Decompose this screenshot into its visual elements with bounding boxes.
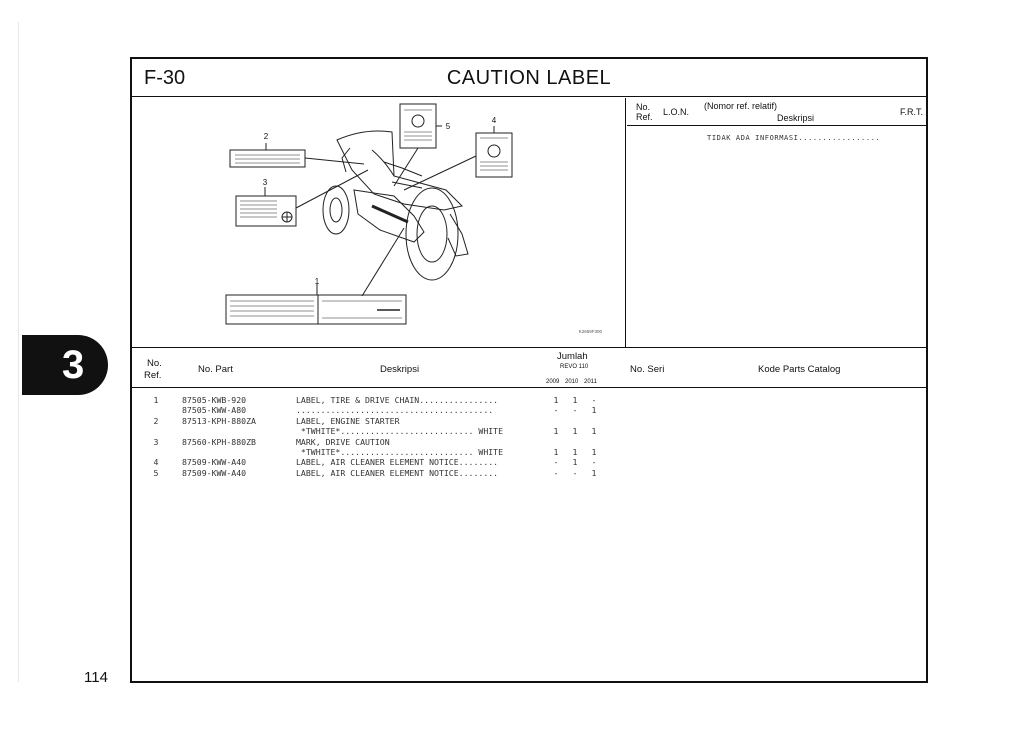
row-qty-2011: 1 — [591, 446, 597, 457]
frt-panel: No. Ref. L.O.N. (Nomor ref. relatif) Des… — [627, 98, 926, 347]
header-model: REVO 110 — [560, 364, 589, 370]
row-qty-2010: - — [572, 467, 578, 478]
callout-4: 4 — [492, 116, 497, 125]
header-part-number: No. Part — [198, 364, 233, 375]
row-qty-2011: - — [591, 395, 597, 405]
frt-col-desc-line2: Deskripsi — [777, 113, 815, 123]
row-description: LABEL, AIR CLEANER ELEMENT NOTICE.......… — [296, 467, 499, 478]
figure-code: K2659F300 — [579, 329, 603, 334]
header-ref-line2: Ref. — [144, 370, 162, 381]
row-part-number: 87560-KPH-880ZB — [182, 436, 256, 447]
row-qty-2009: - — [553, 405, 559, 416]
header-catalog-code: Kode Parts Catalog — [758, 364, 841, 375]
row-qty-2011: 1 — [591, 467, 597, 478]
callout-3: 3 — [263, 178, 268, 187]
row-description: *TWHITE*........................... WHIT… — [296, 426, 504, 437]
catalog-page-frame: F-30 CAUTION LABEL — [130, 57, 928, 683]
table-row: *TWHITE*........................... WHIT… — [132, 426, 926, 436]
table-row: 1 87505-KWB-920 LABEL, TIRE & DRIVE CHAI… — [132, 395, 926, 405]
label-3-outline — [235, 195, 297, 227]
row-qty-2009: 1 — [553, 426, 559, 437]
row-qty-2010: 1 — [572, 426, 578, 437]
row-qty-2009: 1 — [553, 446, 559, 457]
frt-info-text: TIDAK ADA INFORMASI................. — [707, 134, 881, 142]
table-row: 2 87513-KPH-880ZA LABEL, ENGINE STARTER — [132, 416, 926, 426]
label-5-outline — [399, 103, 437, 149]
table-row: 5 87509-KWW-A40 LABEL, AIR CLEANER ELEME… — [132, 468, 926, 478]
row-part-number: 87509-KWW-A40 — [182, 467, 247, 478]
row-qty-2009: - — [553, 457, 559, 468]
row-qty-2010: - — [572, 405, 578, 416]
frt-col-ref-line1: No. — [636, 102, 651, 112]
row-ref: 3 — [153, 436, 159, 447]
section-tab: 3 — [22, 335, 108, 395]
row-qty-2011: 1 — [591, 426, 597, 437]
callout-5: 5 — [446, 122, 451, 131]
row-qty-2010: 1 — [572, 446, 578, 457]
row-description: *TWHITE*........................... WHIT… — [296, 446, 504, 457]
row-qty-2011: - — [591, 457, 597, 468]
row-description: LABEL, ENGINE STARTER — [296, 415, 400, 426]
table-row: *TWHITE*........................... WHIT… — [132, 447, 926, 457]
header-ref-line1: No. — [147, 358, 162, 369]
frt-col-lon: L.O.N. — [663, 107, 690, 117]
table-row: 4 87509-KWW-A40 LABEL, AIR CLEANER ELEME… — [132, 457, 926, 467]
section-tab-number: 3 — [62, 343, 85, 387]
row-part-number: 87509-KWW-A40 — [182, 457, 247, 468]
parts-table-body: 1 87505-KWB-920 LABEL, TIRE & DRIVE CHAI… — [132, 395, 926, 478]
title-bar: F-30 CAUTION LABEL — [132, 59, 926, 97]
parts-table-header: No. Ref. No. Part Deskripsi Jumlah REVO … — [132, 347, 926, 388]
motorcycle-diagram: 1 2 3 4 5 K2659F300 — [225, 103, 603, 334]
label-1-outline — [225, 294, 407, 325]
page-number: 114 — [84, 669, 108, 686]
row-ref: 4 — [153, 457, 159, 468]
header-year-2009: 2009 — [546, 379, 560, 385]
frt-col-frt: F.R.T. — [900, 107, 924, 117]
row-qty-2010: 1 — [572, 395, 578, 405]
page-title: CAUTION LABEL — [446, 67, 612, 89]
row-qty-2010: 1 — [572, 457, 578, 468]
row-part-number: 87505-KWB-920 — [182, 395, 247, 405]
row-ref: 5 — [153, 467, 159, 478]
row-ref: 1 — [153, 395, 159, 405]
row-ref: 2 — [153, 415, 159, 426]
header-year-2010: 2010 — [565, 379, 579, 385]
label-4-outline — [475, 132, 513, 178]
front-wheel — [322, 185, 350, 235]
table-row: 3 87560-KPH-880ZB MARK, DRIVE CAUTION — [132, 437, 926, 447]
rear-wheel — [405, 187, 459, 281]
row-description: LABEL, AIR CLEANER ELEMENT NOTICE.......… — [296, 457, 499, 468]
page-code: F-30 — [144, 67, 186, 89]
row-part-number: 87513-KPH-880ZA — [182, 415, 256, 426]
label-2-outline — [229, 149, 306, 168]
row-description: LABEL, TIRE & DRIVE CHAIN...............… — [296, 395, 499, 405]
row-description: ........................................ — [296, 405, 494, 416]
row-qty-2009: - — [553, 467, 559, 478]
page-edge-line — [18, 22, 19, 682]
row-part-number: 87505-KWW-A80 — [182, 405, 247, 416]
frt-header: No. Ref. L.O.N. (Nomor ref. relatif) Des… — [627, 98, 926, 126]
frt-col-ref-line2: Ref. — [636, 112, 653, 122]
engine-outline — [353, 189, 425, 243]
callout-2: 2 — [264, 132, 269, 141]
row-description: MARK, DRIVE CAUTION — [296, 436, 390, 447]
callout-1: 1 — [315, 277, 320, 286]
header-serial-number: No. Seri — [630, 364, 665, 375]
table-row: 87505-KWW-A80 ..........................… — [132, 405, 926, 415]
parts-illustration: 1 2 3 4 5 K2659F300 — [132, 98, 626, 347]
header-description: Deskripsi — [380, 364, 420, 375]
row-qty-2009: 1 — [553, 395, 559, 405]
row-qty-2011: 1 — [591, 405, 597, 416]
header-year-2011: 2011 — [584, 379, 597, 385]
frt-col-desc-line1: (Nomor ref. relatif) — [704, 101, 778, 111]
header-quantity: Jumlah — [557, 351, 588, 362]
